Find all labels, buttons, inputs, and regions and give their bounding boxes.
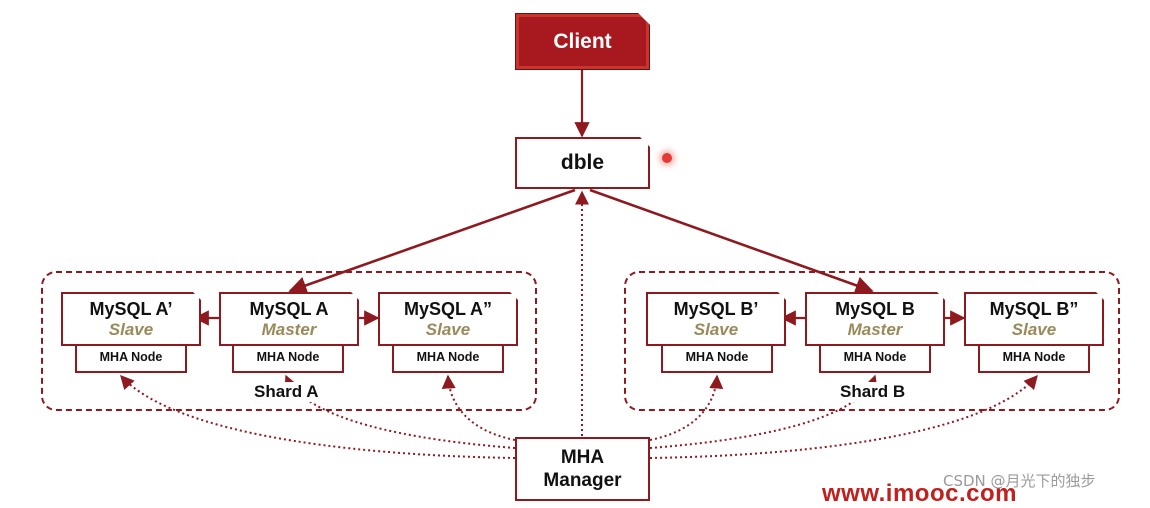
csdn-watermark: CSDN @月光下的独步 (943, 472, 1096, 490)
mha-node-label: MHA Node (99, 350, 163, 364)
mha-manager-box: MHA Manager (515, 437, 650, 501)
dble-to-master-a-arrow (288, 188, 576, 295)
server-name: MySQL B’ (673, 298, 759, 319)
dble-label: dble (560, 151, 605, 174)
mysql-b-prime-box: MySQL B’ Slave (646, 292, 786, 346)
mysql-a-prime-box: MySQL A’ Slave (61, 292, 201, 346)
manager-to-node-b1 (649, 374, 724, 441)
manager-line1: MHA (560, 447, 605, 468)
mha-node-label: MHA Node (1002, 350, 1066, 364)
manager-to-node-a3 (441, 374, 516, 441)
server-role: Slave (693, 319, 739, 339)
mysql-b-double-prime-box: MySQL B” Slave (964, 292, 1104, 346)
manager-line2: Manager (543, 470, 622, 491)
shard-a-label: Shard A (252, 382, 321, 402)
mha-node-label: MHA Node (416, 350, 480, 364)
server-role: Slave (1011, 319, 1057, 339)
mysql-a-double-prime-box: MySQL A” Slave (378, 292, 518, 346)
server-role: Slave (425, 319, 471, 339)
server-role: Master (847, 319, 903, 339)
server-name: MySQL B” (989, 298, 1079, 319)
mha-node-label: MHA Node (685, 350, 749, 364)
server-name: MySQL A’ (89, 298, 173, 319)
shard-b-group (624, 271, 1120, 411)
client-box: Client (515, 13, 650, 70)
client-label: Client (553, 29, 612, 53)
manager-to-node-a1 (120, 374, 516, 459)
dble-box: dble (515, 137, 650, 189)
mha-node-box: MHA Node (661, 343, 773, 373)
server-role: Master (261, 319, 317, 339)
server-name: MySQL A (249, 298, 329, 319)
server-name: MySQL B (835, 298, 915, 319)
mha-node-label: MHA Node (256, 350, 320, 364)
mha-node-box: MHA Node (75, 343, 187, 373)
mysql-a-master-box: MySQL A Master (219, 292, 359, 346)
shard-a-group (41, 271, 537, 411)
server-name: MySQL A” (403, 298, 492, 319)
cursor-pointer-dot (662, 153, 672, 163)
mha-node-box: MHA Node (978, 343, 1090, 373)
mha-node-box: MHA Node (232, 343, 344, 373)
manager-to-node-b3 (649, 374, 1038, 459)
manager-to-node-a2 (284, 374, 516, 449)
shard-b-label: Shard B (838, 382, 908, 402)
mysql-b-master-box: MySQL B Master (805, 292, 945, 346)
mha-node-box: MHA Node (392, 343, 504, 373)
mha-node-box: MHA Node (819, 343, 931, 373)
mha-node-label: MHA Node (843, 350, 907, 364)
dble-to-master-b-arrow (589, 188, 874, 295)
server-role: Slave (108, 319, 154, 339)
